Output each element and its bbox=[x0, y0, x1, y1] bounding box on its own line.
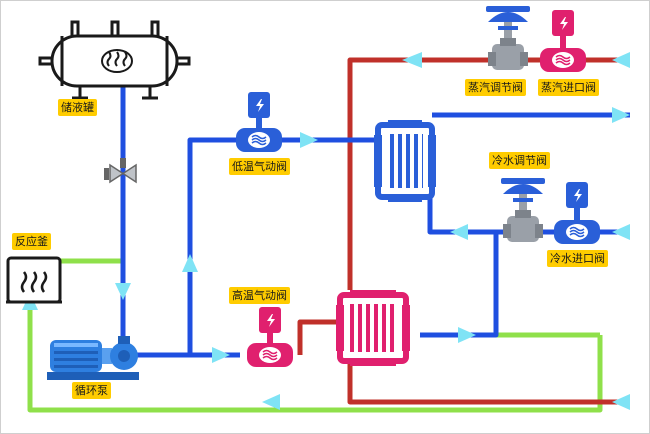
steam-inlet-valve bbox=[540, 10, 586, 72]
lightning-icon bbox=[256, 99, 264, 112]
blue-pipe-cold-return bbox=[420, 232, 499, 338]
red-pipe-high-valve-out bbox=[297, 319, 340, 355]
circulation-pump bbox=[47, 336, 139, 380]
heater-exchanger bbox=[336, 290, 410, 366]
arrow-tank-down bbox=[115, 283, 131, 300]
label-pump: 循环泵 bbox=[72, 382, 111, 399]
storage-tank bbox=[38, 20, 191, 100]
red-pipe-condensate-out bbox=[347, 360, 630, 405]
label-cold-water-control-valve: 冷水调节阀 bbox=[489, 152, 550, 169]
steam-control-valve bbox=[486, 6, 530, 70]
manual-valve bbox=[104, 158, 137, 184]
lightning-icon bbox=[574, 189, 582, 202]
arrow-return-left bbox=[262, 394, 280, 410]
arrow-steam-mid bbox=[402, 52, 422, 68]
arrow-cold-out bbox=[612, 107, 630, 123]
label-steam-control-valve: 蒸汽调节阀 bbox=[465, 79, 526, 96]
tank-side-nozzle-right bbox=[175, 56, 191, 66]
green-pipe-return-loop bbox=[27, 310, 603, 413]
wave-icon bbox=[555, 54, 571, 66]
low-temp-valve bbox=[236, 92, 282, 152]
cooler-exchanger bbox=[374, 120, 436, 202]
label-high-temp-valve: 高温气动阀 bbox=[229, 287, 290, 304]
label-cold-water-inlet-valve: 冷水进口阀 bbox=[547, 250, 608, 267]
label-steam-inlet-valve: 蒸汽进口阀 bbox=[538, 79, 599, 96]
tank-side-nozzle-left bbox=[38, 56, 54, 66]
lightning-icon bbox=[267, 314, 275, 327]
arrow-pump-out bbox=[212, 347, 230, 363]
arrow-up bbox=[182, 254, 198, 272]
wave-icon bbox=[262, 349, 278, 361]
arrow-to-cooler bbox=[300, 132, 318, 148]
red-pipe-steam-line bbox=[347, 57, 630, 290]
steam-icon bbox=[101, 49, 133, 73]
arrow-steam-in bbox=[612, 52, 630, 68]
heat-icon bbox=[20, 271, 48, 293]
high-temp-valve bbox=[247, 307, 293, 367]
wave-icon bbox=[251, 134, 267, 146]
arrow-condensate-out bbox=[612, 394, 630, 410]
reactor bbox=[6, 256, 62, 304]
arrow-cold-water-in bbox=[612, 224, 630, 240]
label-storage-tank: 储液罐 bbox=[58, 99, 97, 116]
wave-icon bbox=[569, 226, 585, 238]
label-low-temp-valve: 低温气动阀 bbox=[229, 158, 290, 175]
cold-water-control-valve bbox=[501, 178, 545, 242]
lightning-icon bbox=[560, 17, 568, 30]
arrow-cold-water-mid bbox=[450, 224, 468, 240]
arrow-hot-return bbox=[458, 327, 476, 343]
label-reactor: 反应釜 bbox=[12, 233, 51, 250]
cold-water-inlet-valve bbox=[554, 182, 600, 244]
hot-pipes bbox=[297, 57, 630, 405]
